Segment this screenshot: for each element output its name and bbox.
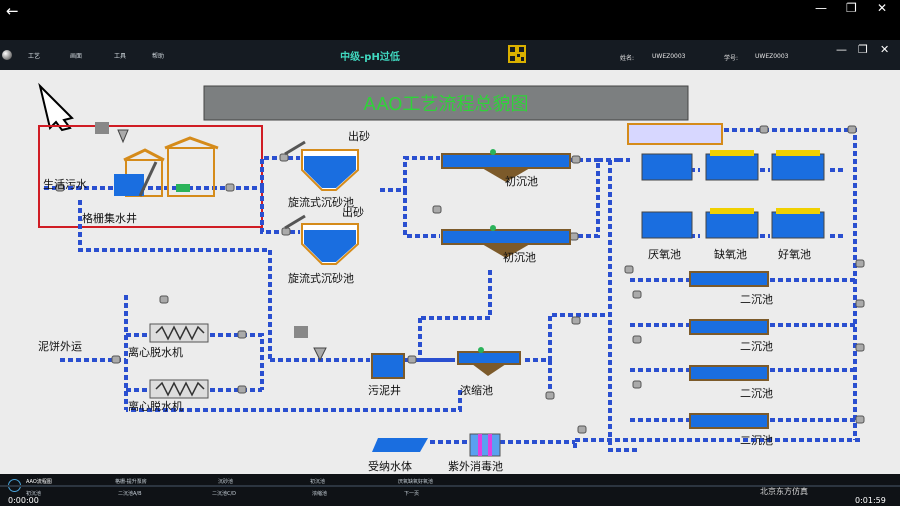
menu-help[interactable]: 帮助 [152, 53, 165, 60]
minimize-window-button[interactable]: — [815, 1, 827, 15]
label-anoxic: 缺氧池 [714, 247, 747, 261]
app-minimize-button[interactable]: — [836, 43, 847, 56]
menu-process[interactable]: 工艺 [28, 53, 41, 60]
blower-house[interactable] [627, 123, 723, 145]
tab-screen-pump[interactable]: 格栅-提升泵房 [115, 479, 147, 485]
tab-secondary-cd[interactable]: 二沉池C/D [212, 491, 237, 497]
label-primary-2: 初沉池 [503, 250, 536, 264]
centrifuge-1[interactable] [149, 323, 209, 343]
label-uv-tank: 紫外消毒池 [448, 459, 503, 473]
tab-next-page[interactable]: 下一页 [404, 491, 420, 497]
primary-clarifier-2[interactable] [441, 225, 571, 258]
label-sewage: 生活污水 [43, 177, 87, 191]
app-title: 中级-pH过低 [340, 52, 400, 63]
video-progress-bar[interactable] [0, 485, 900, 487]
screen-well[interactable] [95, 122, 219, 197]
label-grit-tank-1: 旋流式沉砂池 [288, 195, 354, 209]
label-cake-out: 泥饼外运 [38, 339, 82, 353]
diagram-title: AAO工艺流程总貌图 [364, 94, 529, 115]
primary-clarifier-1[interactable] [441, 149, 571, 182]
tab-primary[interactable]: 初沉池 [310, 479, 326, 485]
tab-grit[interactable]: 沉砂池 [218, 479, 234, 485]
centrifuge-2[interactable] [149, 379, 209, 399]
grit-tank-1[interactable] [284, 140, 359, 191]
name-value: UWEZ0003 [652, 53, 686, 60]
label-grit-out-1: 出砂 [348, 129, 370, 143]
tab-aao-tanks[interactable]: 厌氧缺氧好氧池 [398, 479, 434, 485]
id-value: UWEZ0003 [755, 53, 789, 60]
diagram-banner [203, 85, 689, 121]
bottom-nav: AAO流程图 格栅-提升泵房 沉砂池 初沉池 厌氧缺氧好氧池 初沉池 二沉池A/… [0, 474, 900, 506]
label-secondary-2: 二沉池 [740, 340, 773, 353]
receiving-water[interactable] [372, 438, 428, 452]
label-screen-well: 格栅集水井 [82, 211, 137, 225]
label-centrifuge-2: 离心脱水机 [128, 399, 183, 413]
label-thickener: 浓缩池 [460, 384, 493, 397]
pointer-arrow-icon [38, 82, 74, 132]
sludge-well[interactable] [294, 326, 405, 379]
label-aerobic: 好氧池 [778, 247, 811, 261]
close-window-button[interactable]: ✕ [877, 1, 888, 15]
label-sludge-well: 污泥井 [368, 383, 401, 397]
label-centrifuge-1: 离心脱水机 [128, 345, 183, 359]
app-restore-button[interactable]: ❐ [858, 43, 868, 56]
uv-tank[interactable] [469, 433, 501, 457]
tab-secondary-ab[interactable]: 二沉池A/B [118, 491, 142, 497]
restore-window-button[interactable]: ❐ [846, 1, 857, 15]
thickener[interactable] [457, 347, 521, 376]
label-receiving-water: 受纳水体 [368, 459, 412, 473]
qr-code-icon[interactable] [508, 45, 526, 63]
back-arrow-icon[interactable]: ← [6, 2, 19, 20]
time-current: 0:00:00 [8, 496, 39, 505]
window-titlebar: ← — ❐ ✕ [0, 0, 900, 40]
process-diagram-canvas: AAO工艺流程总貌图 [0, 70, 900, 485]
app-logo-icon [2, 50, 12, 60]
app-close-button[interactable]: ✕ [880, 43, 890, 56]
time-total: 0:01:59 [855, 496, 886, 505]
label-grit-out-2: 出砂 [342, 205, 364, 219]
aao-tanks[interactable] [641, 150, 825, 239]
grit-tank-2[interactable] [284, 214, 359, 265]
menu-screen[interactable]: 画面 [70, 53, 83, 60]
menu-tools[interactable]: 工具 [114, 53, 127, 60]
id-label: 学号: [724, 55, 739, 62]
label-secondary-3: 二沉池 [740, 387, 773, 400]
label-grit-tank-2: 旋流式沉砂池 [288, 271, 354, 285]
tab-thickener[interactable]: 浓缩池 [312, 491, 328, 497]
tab-aao-flow[interactable]: AAO流程图 [26, 479, 52, 485]
label-primary-1: 初沉池 [505, 174, 538, 188]
secondary-clarifiers[interactable] [689, 271, 769, 429]
label-anaerobic: 厌氧池 [648, 247, 681, 261]
brand-label: 北京东方仿真 [760, 487, 808, 496]
valves[interactable] [55, 125, 865, 446]
label-secondary-1: 二沉池 [740, 293, 773, 306]
label-secondary-4: 二沉池 [740, 434, 773, 447]
name-label: 姓名: [620, 55, 635, 62]
app-header: 工艺 画面 工具 帮助 中级-pH过低 姓名: UWEZ0003 学号: UWE… [0, 40, 900, 70]
tab-primary-2[interactable]: 初沉池 [26, 491, 42, 497]
